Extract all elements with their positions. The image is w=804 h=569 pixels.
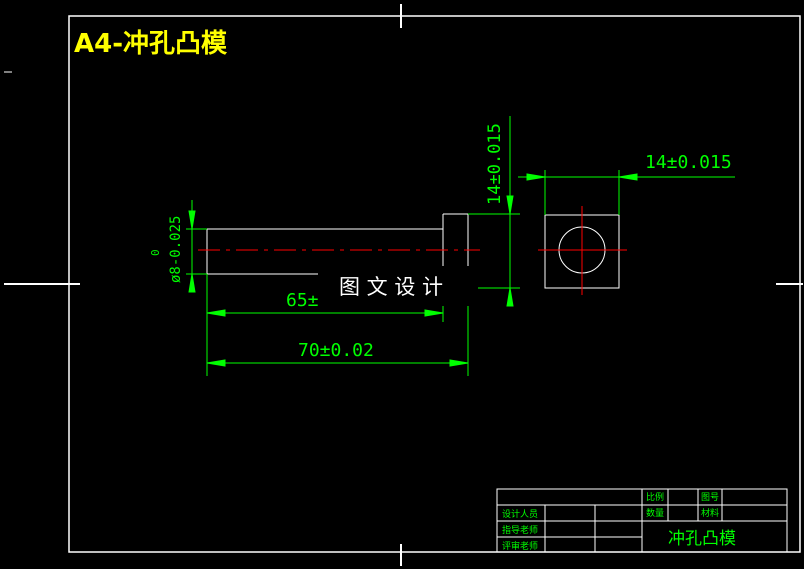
tb-designer-label: 设计人员 xyxy=(502,508,538,520)
tb-part-name: 冲孔凸模 xyxy=(668,529,736,549)
dim-head-height: 14±0.015 xyxy=(485,123,505,205)
tb-drawer-label: 指导老师 xyxy=(502,524,538,536)
punch-head-outline xyxy=(442,213,469,274)
title-block xyxy=(496,488,788,553)
watermark-text: 图 文 设 计 xyxy=(339,275,443,299)
tb-material-label: 材料 xyxy=(701,507,719,519)
dim-diameter: ø8-0.025 xyxy=(168,216,184,283)
watermark-bg xyxy=(318,266,478,306)
tb-reviewer-label: 评审老师 xyxy=(502,540,538,552)
punch-end-view xyxy=(538,206,627,295)
tb-drawing-no-label: 图号 xyxy=(701,492,719,503)
tb-quantity-label: 数量 xyxy=(646,507,664,519)
centering-marks xyxy=(4,4,803,566)
dim-length-total: 70±0.02 xyxy=(298,340,374,361)
dim-diameter-upper: 0 xyxy=(149,249,162,256)
dim-length-partial: 65± xyxy=(286,290,319,311)
dim-head-width: 14±0.015 xyxy=(645,152,732,173)
tb-scale-label: 比例 xyxy=(646,491,664,503)
drawing-title: A4-冲孔凸模 xyxy=(74,29,228,59)
